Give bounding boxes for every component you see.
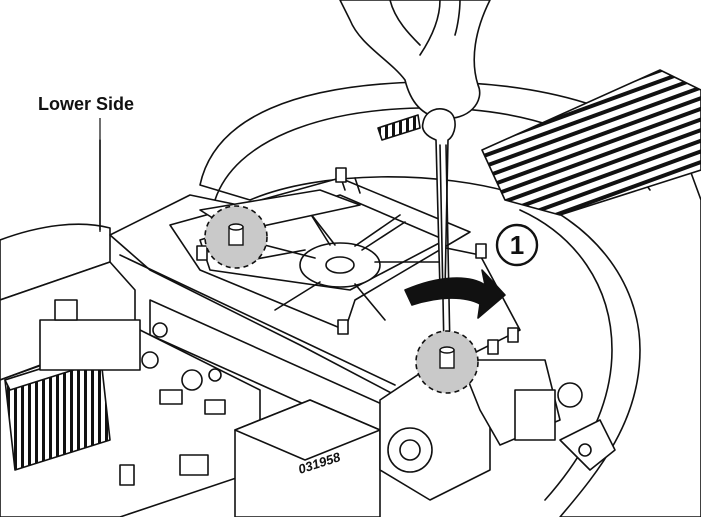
lower-side-label: Lower Side xyxy=(38,94,135,114)
curved-arrow-icon xyxy=(404,269,506,319)
vent-grille xyxy=(481,69,701,216)
step-callout: 1 xyxy=(495,223,539,267)
step-number: 1 xyxy=(510,230,524,260)
screwdriver-icon xyxy=(421,108,456,351)
side-panel xyxy=(0,223,111,301)
fan-blades xyxy=(239,199,441,321)
standoffs xyxy=(196,167,519,355)
